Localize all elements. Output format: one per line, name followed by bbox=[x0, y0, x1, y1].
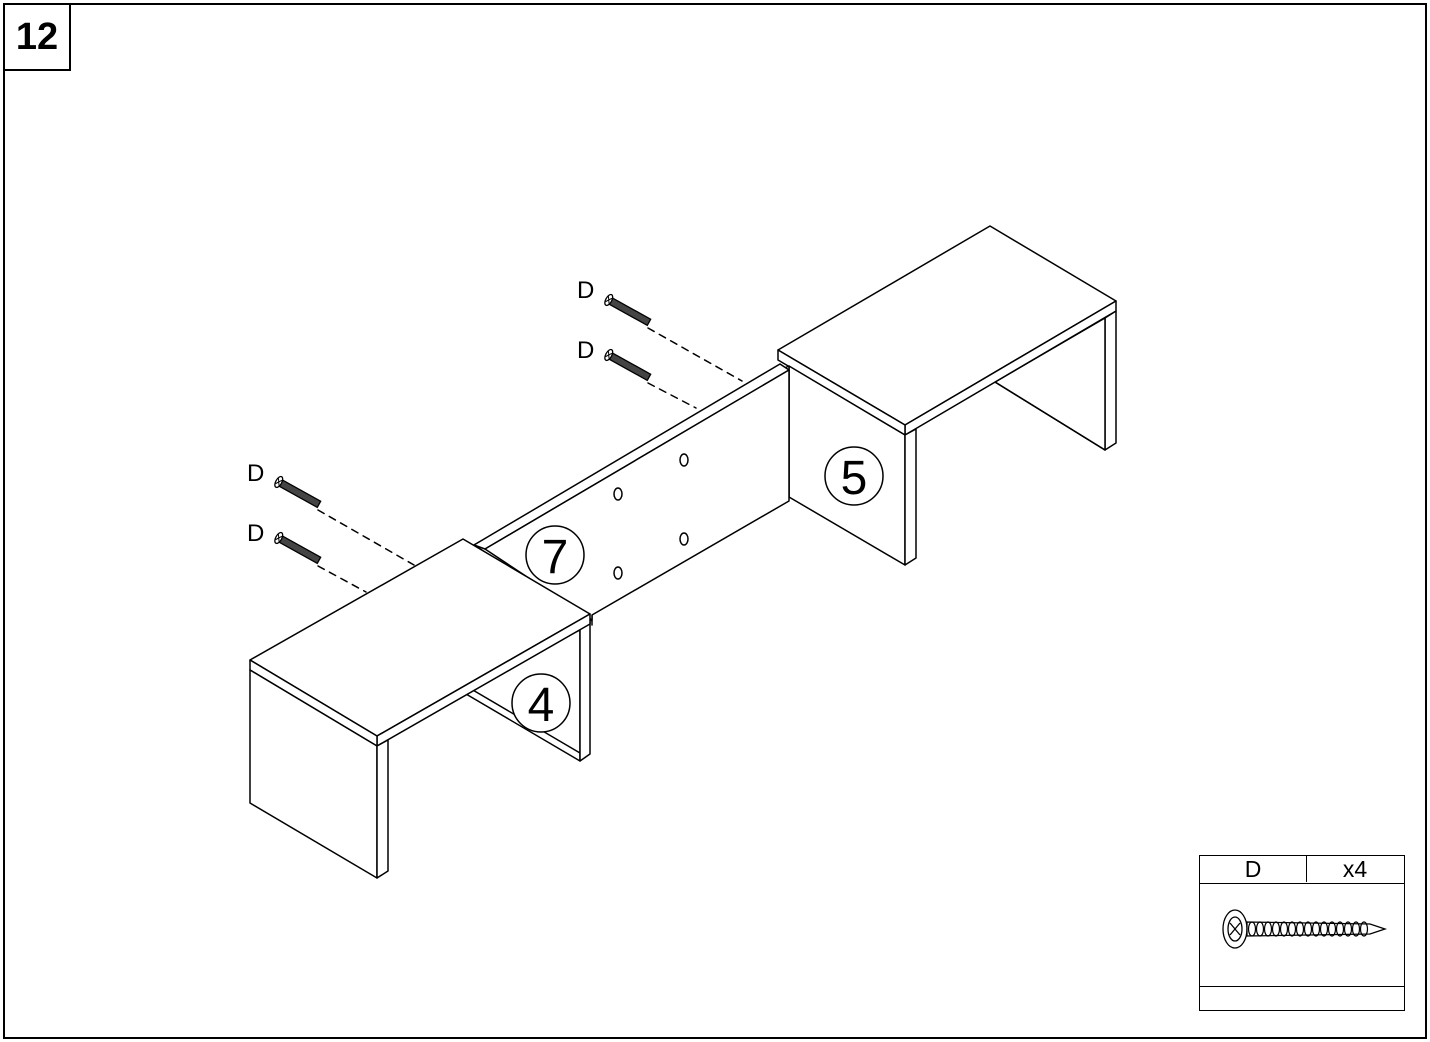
panel-hole-1 bbox=[679, 453, 689, 467]
guide-line-3 bbox=[317, 509, 415, 566]
part-callout-circle-7 bbox=[525, 525, 585, 585]
part-callout-5: 5 bbox=[841, 452, 868, 505]
screw-label-1: D bbox=[577, 277, 594, 304]
guide-line-1 bbox=[647, 327, 743, 382]
part-callout-circle-4 bbox=[511, 673, 571, 733]
screw-thread bbox=[1287, 921, 1297, 937]
hardware-quantity: x4 bbox=[1342, 855, 1368, 882]
screw-thread bbox=[1359, 921, 1369, 937]
screw-icon bbox=[274, 531, 322, 565]
hardware-legend-footer bbox=[1200, 986, 1404, 1010]
screw-icon bbox=[1222, 909, 1388, 949]
part-callout-4: 4 bbox=[528, 679, 555, 732]
screw-label-3: D bbox=[247, 460, 264, 487]
guide-line-2 bbox=[647, 382, 697, 409]
hardware-legend: D x4 bbox=[1199, 855, 1405, 1011]
left-unit-right-leg-side bbox=[579, 621, 591, 762]
right-unit-inner-edge bbox=[994, 381, 1106, 451]
screw-thread bbox=[1311, 921, 1321, 937]
screw-thread bbox=[1335, 921, 1345, 937]
left-unit-left-leg-side bbox=[376, 739, 389, 879]
panel-hole-3 bbox=[679, 532, 689, 546]
right-unit-right-leg bbox=[1104, 310, 1117, 451]
screw-thread bbox=[1271, 921, 1281, 937]
screw-thread bbox=[1343, 921, 1353, 937]
screw-thread bbox=[1351, 921, 1361, 937]
panel-hole-4 bbox=[613, 566, 623, 580]
screw-label-4: D bbox=[247, 520, 264, 547]
hardware-id: D bbox=[1200, 856, 1307, 882]
screw-icon bbox=[274, 475, 322, 509]
part-callout-circle-5 bbox=[824, 446, 884, 506]
step-number-text: 12 bbox=[15, 15, 59, 58]
screw-thread bbox=[1327, 921, 1337, 937]
right-unit-left-leg-side bbox=[904, 428, 917, 566]
part-callout-7: 7 bbox=[542, 531, 569, 584]
screw-thread bbox=[1319, 921, 1329, 937]
screw-label-2: D bbox=[577, 337, 594, 364]
screw-icon bbox=[604, 293, 652, 327]
screw-icon bbox=[604, 348, 652, 382]
screw-thread bbox=[1263, 921, 1273, 937]
screw-thread bbox=[1247, 921, 1257, 937]
hardware-legend-header: D x4 bbox=[1200, 856, 1404, 884]
screw-thread bbox=[1295, 921, 1305, 937]
diagram-frame bbox=[3, 3, 1427, 1039]
screw-thread bbox=[1279, 921, 1289, 937]
guide-line-4 bbox=[317, 565, 367, 593]
screw-thread bbox=[1303, 921, 1313, 937]
screw-thread bbox=[1255, 921, 1265, 937]
step-number: 12 bbox=[3, 3, 71, 71]
panel-hole-2 bbox=[613, 487, 623, 501]
